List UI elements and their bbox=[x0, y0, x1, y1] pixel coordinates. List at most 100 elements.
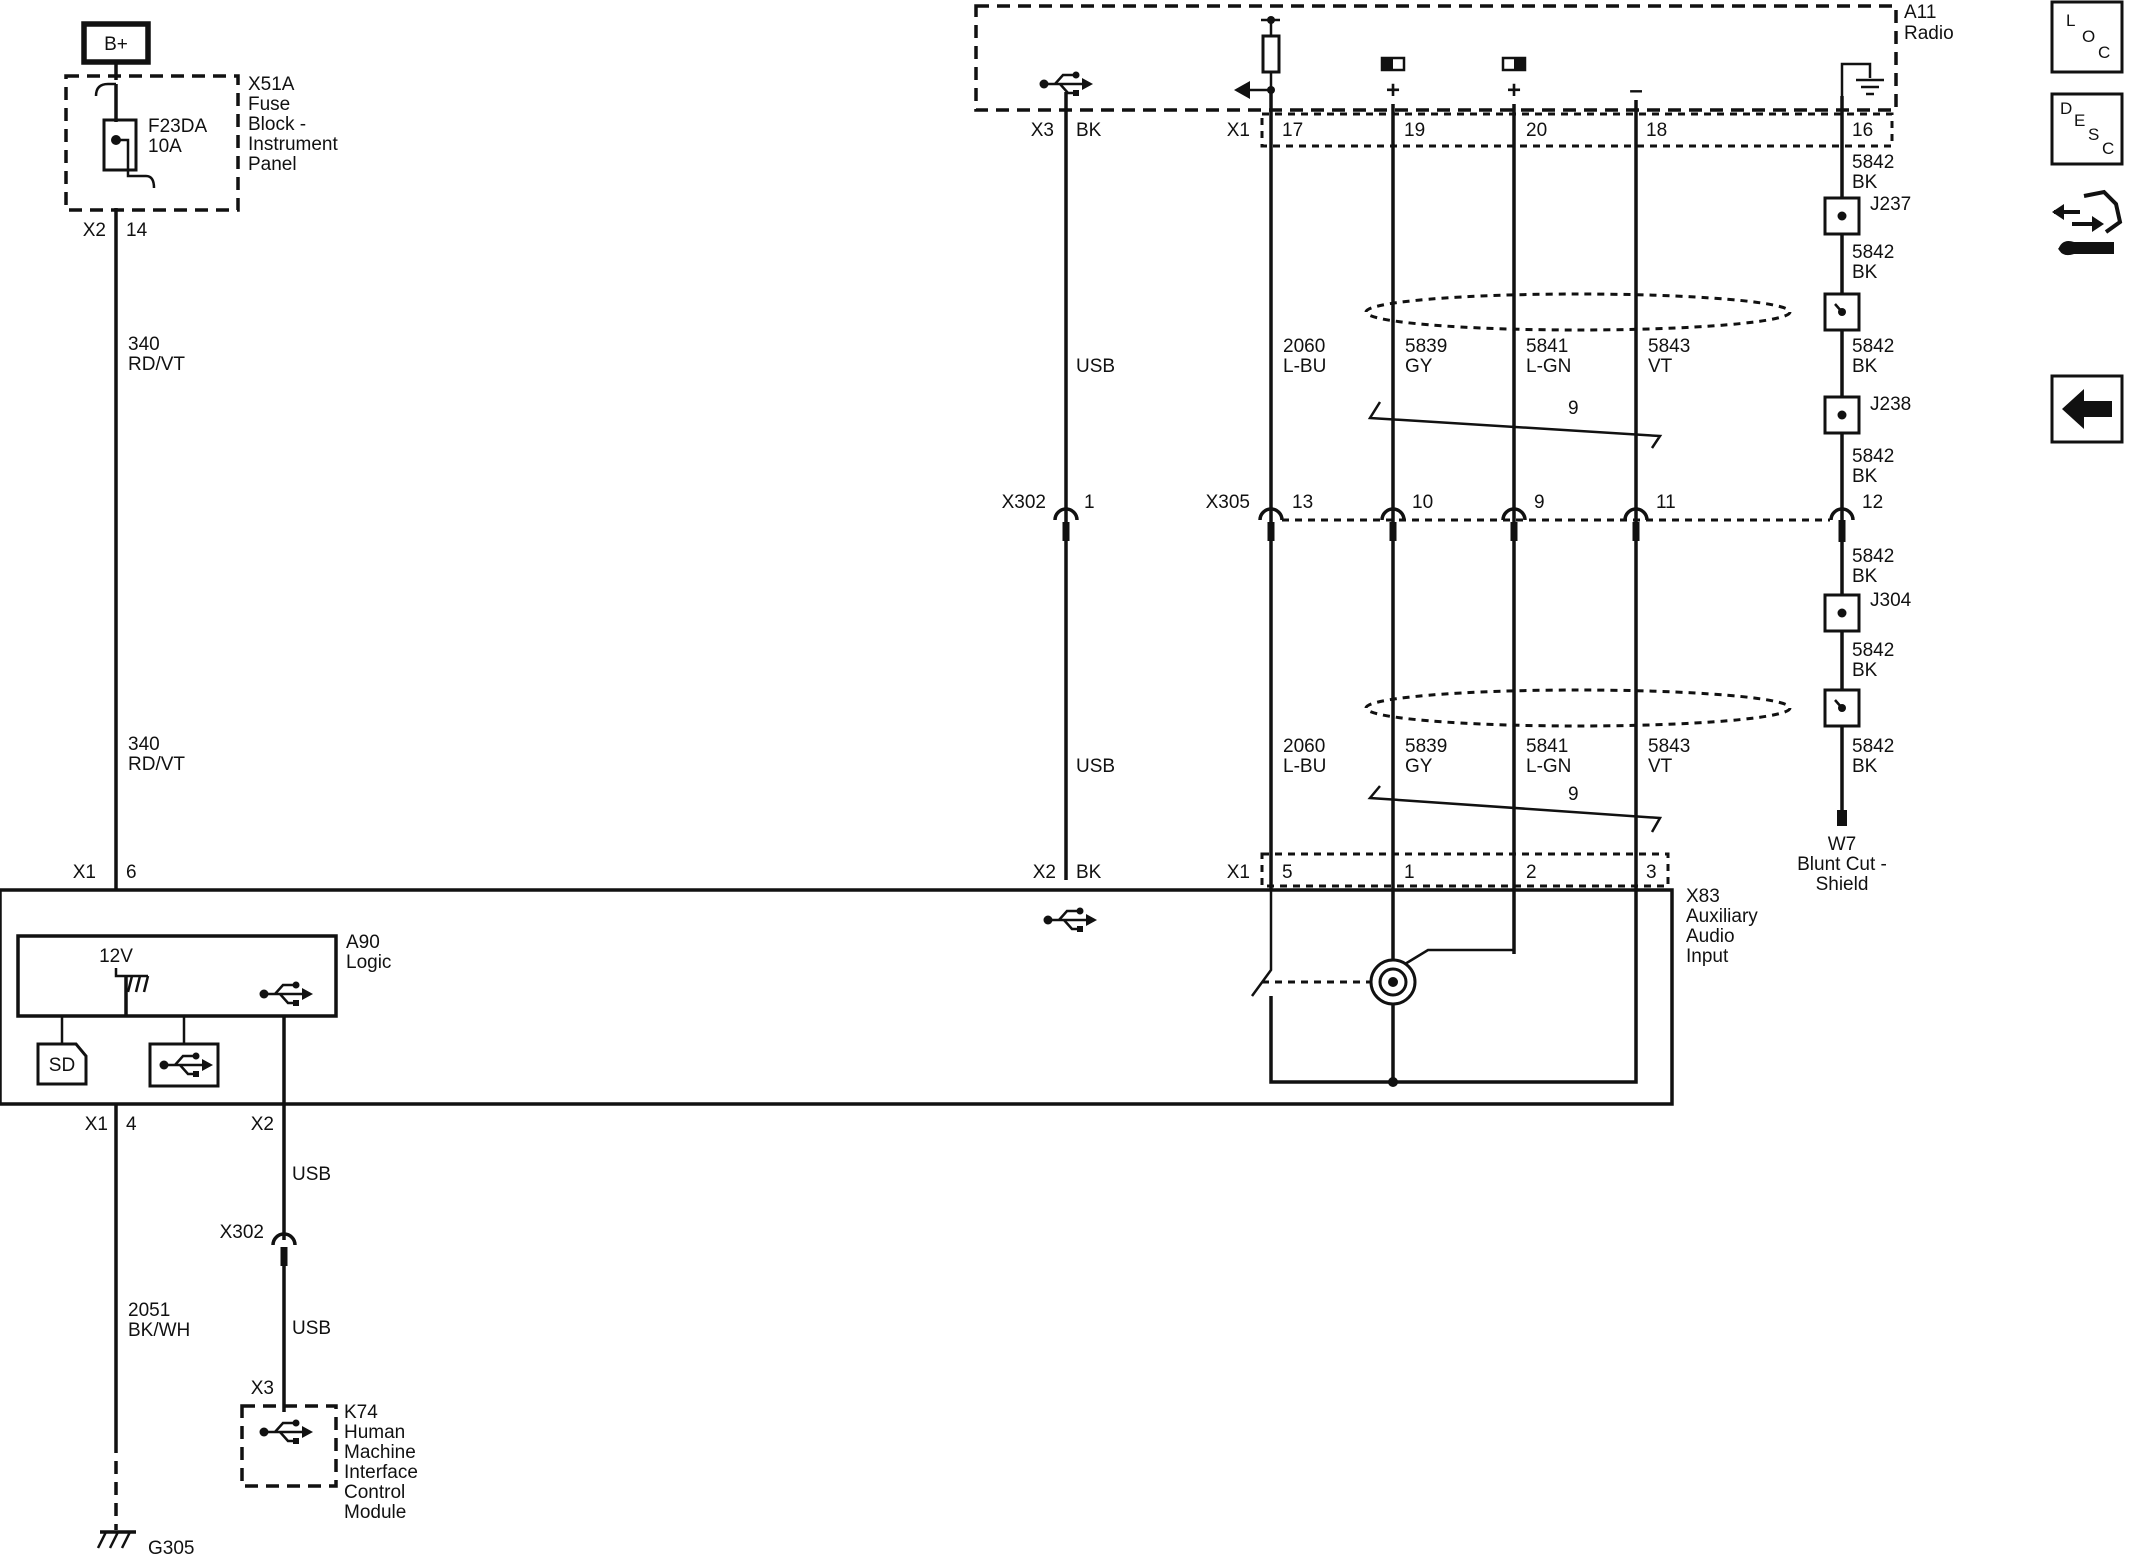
hmi-name-3: Interface bbox=[344, 1462, 418, 1483]
x305-id: X305 bbox=[1206, 492, 1250, 513]
description-button[interactable]: D E S C bbox=[2050, 92, 2124, 166]
shield-seg1-circuit: 5842 bbox=[1852, 152, 1894, 173]
wire-5839-color-upper: GY bbox=[1405, 356, 1433, 377]
harness-tools-icon[interactable] bbox=[2052, 184, 2123, 264]
sd-card-icon: SD bbox=[36, 1042, 88, 1086]
hmi-module-outline bbox=[240, 1404, 338, 1488]
signal-indicator-20 bbox=[1501, 56, 1527, 72]
x305-pin-10-label: 10 bbox=[1412, 492, 1433, 513]
shield-ellipse-upper bbox=[1364, 292, 1792, 332]
logic-usb-icon bbox=[258, 980, 315, 1008]
audio-jack-symbol bbox=[1250, 890, 1638, 1087]
fuse-block-name-2: Block - bbox=[248, 114, 306, 135]
shield-end-id: W7 bbox=[1828, 834, 1857, 855]
wire-2060-color-upper: L-BU bbox=[1283, 356, 1326, 377]
aux-usb-icon bbox=[1042, 906, 1099, 934]
splice-j237 bbox=[1823, 196, 1861, 236]
twist-marker-upper bbox=[1367, 401, 1663, 449]
wire-5843-circuit-lower: 5843 bbox=[1648, 736, 1690, 757]
wire-5841-circuit-upper: 5841 bbox=[1526, 336, 1568, 357]
twist-count-upper: 9 bbox=[1568, 398, 1579, 419]
radio-pin-20: 20 bbox=[1526, 120, 1547, 141]
hmi-name-5: Module bbox=[344, 1502, 406, 1523]
aux-usb-out-connector: X2 bbox=[251, 1114, 274, 1135]
twist-count-lower: 9 bbox=[1568, 784, 1579, 805]
aux-audio-connector: X1 bbox=[1227, 862, 1250, 883]
battery-label: B+ bbox=[104, 34, 128, 55]
aux-module-outline bbox=[0, 888, 1674, 1106]
fuse-block-id: X51A bbox=[248, 74, 295, 95]
battery-positive: B+ bbox=[81, 21, 151, 65]
twist-marker-lower bbox=[1367, 785, 1663, 833]
sd-label: SD bbox=[49, 1055, 75, 1076]
signal-indicator-19 bbox=[1380, 56, 1406, 72]
radio-x1-connector-outline bbox=[1260, 112, 1894, 148]
splice-j238-label: J238 bbox=[1870, 394, 1911, 415]
ground-wire-color: BK/WH bbox=[128, 1320, 190, 1341]
blunt-cut-end bbox=[1837, 810, 1847, 826]
usb-label-upper-2: USB bbox=[1076, 756, 1115, 777]
back-arrow-icon bbox=[2062, 389, 2112, 429]
logic-voltage: 12V bbox=[99, 946, 133, 967]
shield-seg3-circuit: 5842 bbox=[1852, 336, 1894, 357]
fuse-block-outline bbox=[64, 74, 240, 212]
shield-termination-upper bbox=[1823, 292, 1861, 332]
aux-ground-pin: 4 bbox=[126, 1114, 137, 1135]
usb-lower-label-2: USB bbox=[292, 1318, 331, 1339]
desc-letter-c: C bbox=[2102, 139, 2114, 158]
power-wire-circuit-lower: 340 bbox=[128, 734, 160, 755]
radio-pin-19: 19 bbox=[1404, 120, 1425, 141]
hmi-name-1: Human bbox=[344, 1422, 405, 1443]
radio-usb-color: BK bbox=[1076, 120, 1102, 141]
chassis-ground-icon bbox=[96, 1530, 136, 1549]
aux-module-name-3: Input bbox=[1686, 946, 1729, 967]
aux-pin-5: 5 bbox=[1282, 862, 1293, 883]
ground-wire-circuit: 2051 bbox=[128, 1300, 170, 1321]
desc-letter-e: E bbox=[2074, 111, 2085, 130]
aux-module-name-2: Audio bbox=[1686, 926, 1735, 947]
shield-seg5-circuit: 5842 bbox=[1852, 546, 1894, 567]
aux-pin-3: 3 bbox=[1646, 862, 1657, 883]
minus-symbol-18: – bbox=[1629, 77, 1642, 104]
shield-seg4-circuit: 5842 bbox=[1852, 446, 1894, 467]
wire-5841-color-lower: L-GN bbox=[1526, 756, 1571, 777]
shield-seg7-color: BK bbox=[1852, 756, 1878, 777]
wire-2060-color-lower: L-BU bbox=[1283, 756, 1326, 777]
loc-letter-o: O bbox=[2082, 27, 2095, 46]
x302-upper-pin: 1 bbox=[1084, 492, 1095, 513]
wire-5841-circuit-lower: 5841 bbox=[1526, 736, 1568, 757]
aux-usb-color: BK bbox=[1076, 862, 1102, 883]
back-button[interactable] bbox=[2050, 374, 2124, 444]
splice-j237-label: J237 bbox=[1870, 194, 1911, 215]
wire-5843-circuit-upper: 5843 bbox=[1648, 336, 1690, 357]
plus-symbol-20: + bbox=[1507, 77, 1521, 104]
wire-5843-color-lower: VT bbox=[1648, 756, 1673, 777]
shield-seg5-color: BK bbox=[1852, 566, 1878, 587]
fuse-block-name-1: Fuse bbox=[248, 94, 290, 115]
usb-lower-label-1: USB bbox=[292, 1164, 331, 1185]
splice-j304 bbox=[1823, 593, 1861, 633]
radio-pin-18: 18 bbox=[1646, 120, 1667, 141]
radio-main-connector: X1 bbox=[1227, 120, 1250, 141]
desc-letter-s: S bbox=[2088, 125, 2099, 144]
aux-power-connector: X1 bbox=[73, 862, 96, 883]
radio-outline bbox=[974, 4, 1898, 112]
fuse-id: F23DA bbox=[148, 116, 207, 137]
shield-seg7-circuit: 5842 bbox=[1852, 736, 1894, 757]
power-wire-color-lower: RD/VT bbox=[128, 754, 185, 775]
shield-seg2-color: BK bbox=[1852, 262, 1878, 283]
aux-usb-connector: X2 bbox=[1033, 862, 1056, 883]
splice-j238 bbox=[1823, 395, 1861, 435]
loc-letter-l: L bbox=[2066, 11, 2075, 30]
k74-connector: X3 bbox=[251, 1378, 274, 1399]
hmi-name-2: Machine bbox=[344, 1442, 416, 1463]
aux-power-pin: 6 bbox=[126, 862, 137, 883]
x305-pin-13-label: 13 bbox=[1292, 492, 1313, 513]
aux-pin-1: 1 bbox=[1404, 862, 1415, 883]
power-wire-circuit-upper: 340 bbox=[128, 334, 160, 355]
location-button[interactable]: L O C bbox=[2050, 0, 2124, 74]
shield-termination-lower bbox=[1823, 688, 1861, 728]
shield-seg4-color: BK bbox=[1852, 466, 1878, 487]
shield-seg3-color: BK bbox=[1852, 356, 1878, 377]
